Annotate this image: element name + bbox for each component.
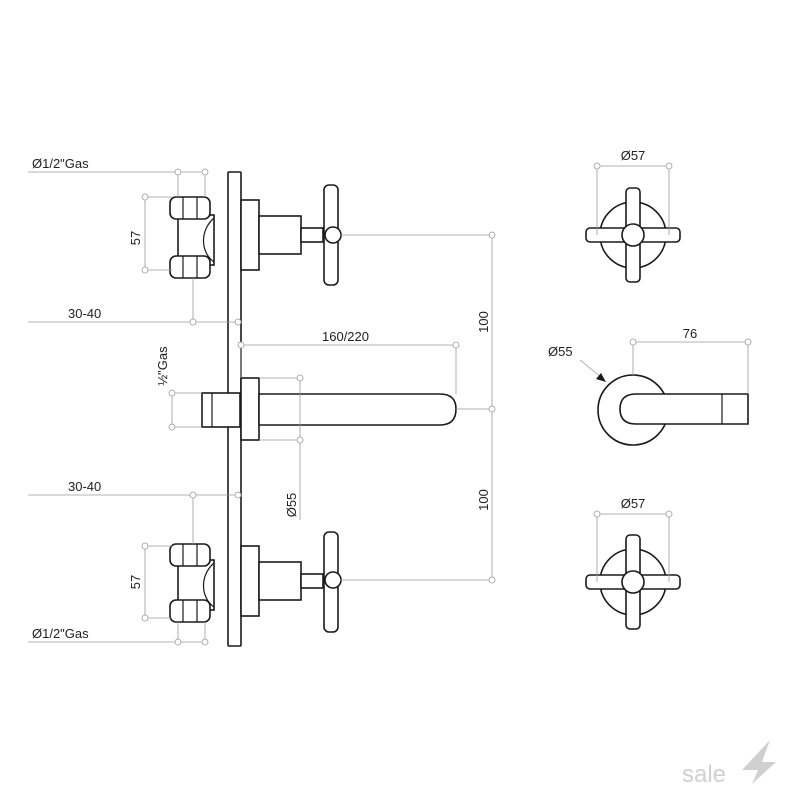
spout-side: [201, 377, 457, 441]
spout-flange: [240, 377, 260, 441]
bottom-valve-flange: [240, 545, 260, 617]
spacing-bottom-label: 100: [476, 489, 491, 511]
watermark-text: sale: [682, 761, 726, 788]
bottom-handle-front: [585, 510, 681, 630]
spout-front: [579, 338, 752, 446]
spout-inlet: [201, 392, 241, 428]
top-lower-nut: [169, 255, 211, 279]
pipe-top-label: Ø1/2"Gas: [32, 156, 89, 171]
pipe-bottom-label: Ø1/2"Gas: [32, 626, 89, 641]
nut-height-bottom-label: 57: [128, 575, 143, 589]
bottom-valve-side: [169, 531, 342, 633]
top-valve-side: [169, 184, 342, 286]
spout-front-diameter-label: Ø55: [548, 344, 573, 359]
top-handle-front: [585, 162, 681, 283]
spout-diameter-label: Ø55: [284, 493, 299, 518]
handle-bottom-diameter-label: Ø57: [621, 496, 646, 511]
side-dimensions: [28, 168, 496, 646]
top-cross-handle-hub: [324, 226, 342, 244]
top-valve-stem: [258, 215, 302, 255]
nut-height-top-label: 57: [128, 231, 143, 245]
spout-front-length-label: 76: [683, 326, 697, 341]
spout-front-arm: [619, 393, 749, 425]
top-valve-flange: [240, 199, 260, 271]
bottom-upper-nut: [169, 543, 211, 567]
watermark-mark-icon: [742, 740, 776, 784]
handle-top-diameter-label: Ø57: [621, 148, 646, 163]
top-upper-nut: [169, 196, 211, 220]
bottom-valve-stem: [258, 561, 302, 601]
bottom-handle-hub: [621, 570, 645, 594]
wall-depth-bottom-label: 30-40: [68, 479, 101, 494]
top-handle-hub: [621, 223, 645, 247]
sale-logo: sale: [682, 740, 776, 788]
wall-depth-top-label: 30-40: [68, 306, 101, 321]
spout-thread-label: ½"Gas: [155, 346, 170, 386]
spacing-top-label: 100: [476, 311, 491, 333]
spout-length-label: 160/220: [322, 329, 369, 344]
bottom-lower-nut: [169, 599, 211, 623]
spout-arm: [258, 393, 457, 426]
bottom-cross-handle-hub: [324, 571, 342, 589]
